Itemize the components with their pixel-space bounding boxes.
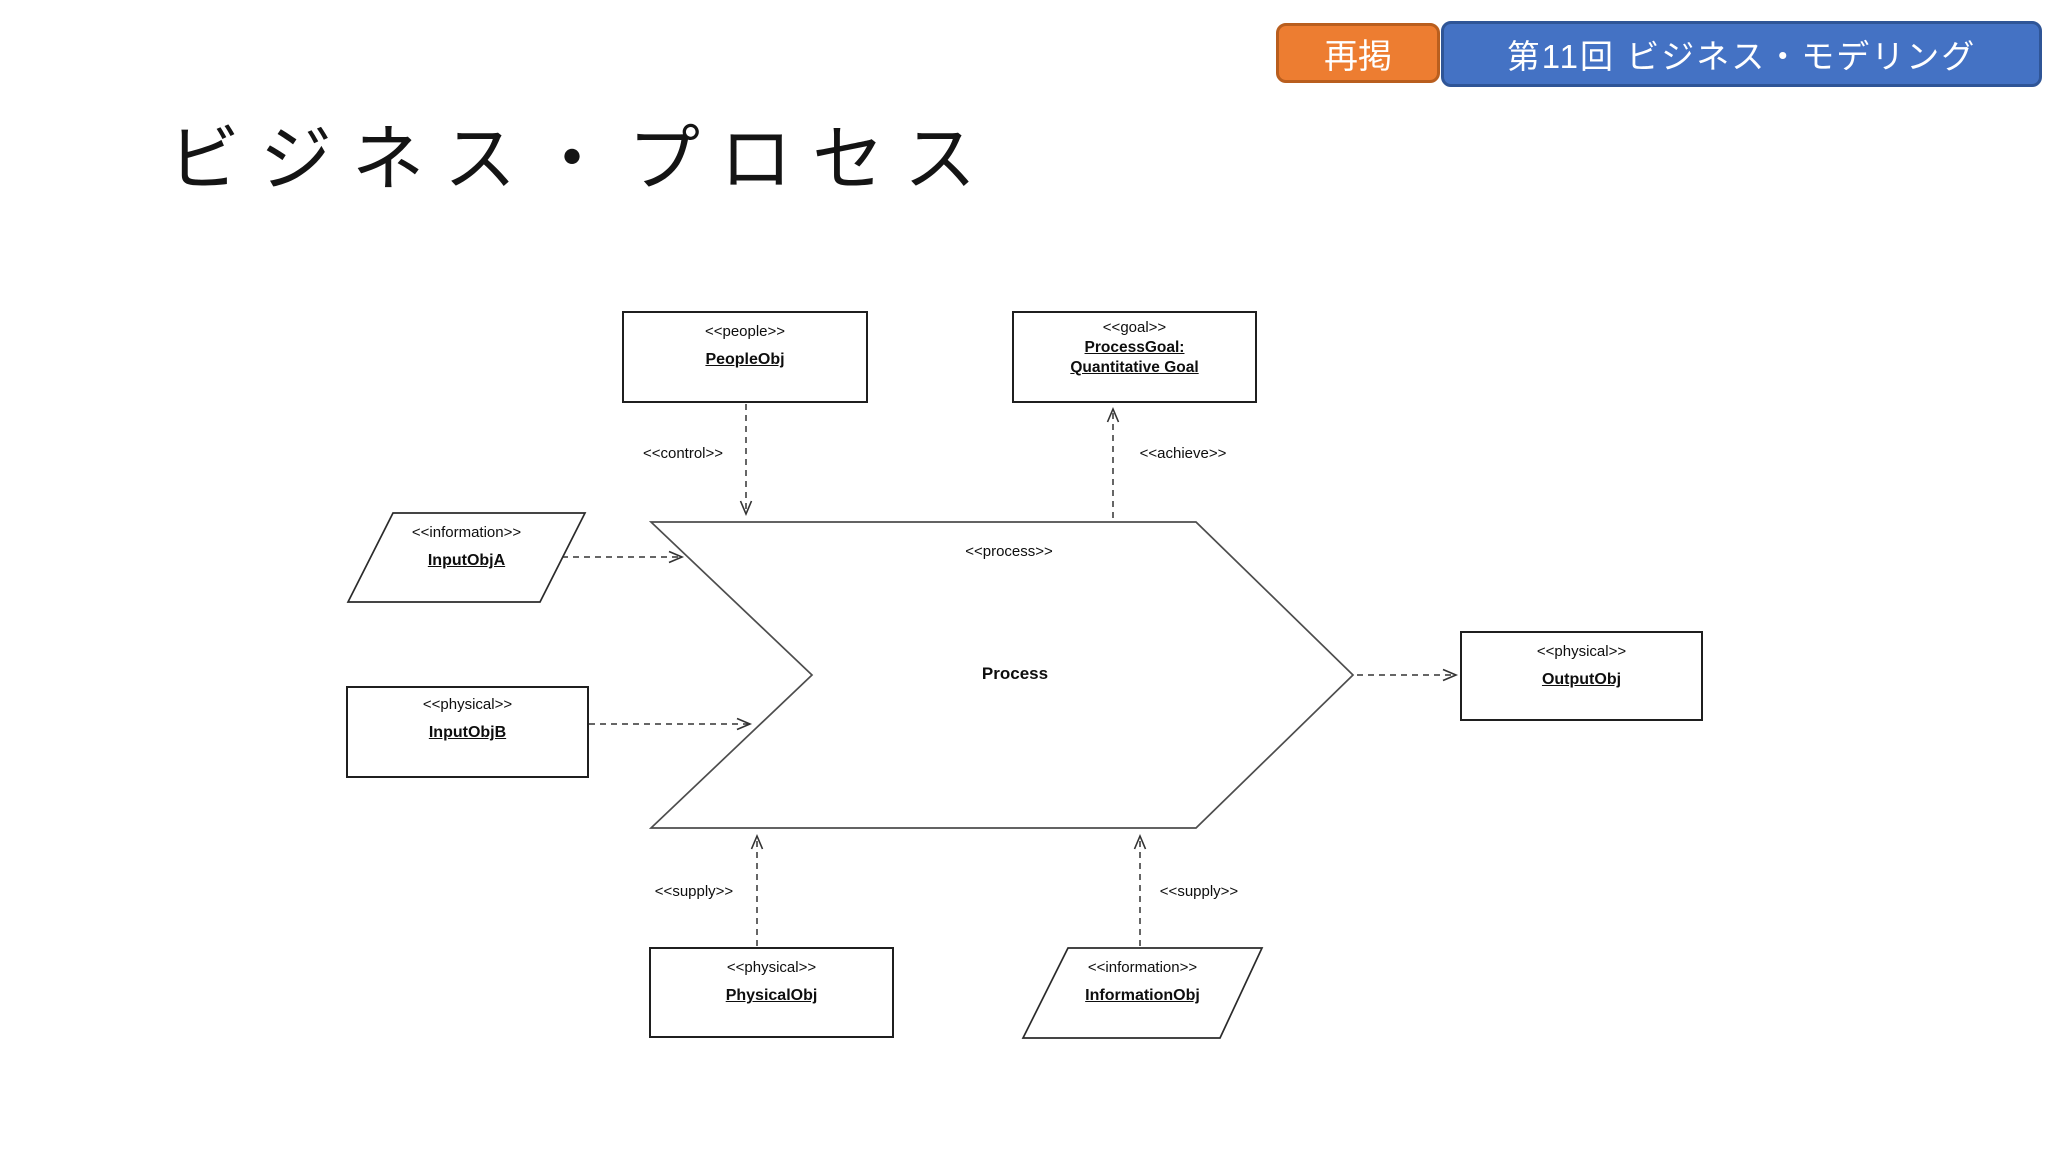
control-edge-label: <<control>> xyxy=(642,445,724,462)
physical-stereotype: <<physical>> xyxy=(726,959,817,976)
information-parallelogram-shape xyxy=(1021,947,1264,1039)
output-node-label: <<physical>> OutputObj xyxy=(1461,638,1702,694)
inputa-parallelogram-shape xyxy=(346,512,587,603)
goal-box-shape xyxy=(1012,311,1257,403)
goal-node-label: <<goal>> ProcessGoal: Quantitative Goal xyxy=(1013,318,1256,378)
inputa-node-label: <<information>> InputObjA xyxy=(348,519,585,575)
achieve-edge-label: <<achieve>> xyxy=(1139,445,1227,462)
output-box-shape xyxy=(1460,631,1703,721)
process-name: Process xyxy=(981,664,1049,683)
information-stereotype: <<information>> xyxy=(1087,959,1198,976)
output-name: OutputObj xyxy=(1541,671,1622,688)
goal-name-line2: Quantitative Goal xyxy=(1070,359,1199,376)
physical-box-shape xyxy=(649,947,894,1038)
repost-badge: 再掲 xyxy=(1276,23,1440,83)
supply-left-edge-label: <<supply>> xyxy=(654,883,734,900)
process-stereotype: <<process>> xyxy=(965,543,1053,560)
people-node-label: <<people>> PeopleObj xyxy=(623,318,867,374)
people-stereotype: <<people>> xyxy=(704,323,786,340)
goal-stereotype: <<goal>> xyxy=(1102,319,1167,336)
supply-right-edge-label: <<supply>> xyxy=(1159,883,1239,900)
physical-name: PhysicalObj xyxy=(725,987,818,1004)
people-name: PeopleObj xyxy=(705,351,785,368)
inputb-name: InputObjB xyxy=(428,724,507,741)
inputa-name: InputObjA xyxy=(427,552,506,569)
inputb-box-shape xyxy=(346,686,589,778)
information-name: InformationObj xyxy=(1085,987,1200,1004)
goal-name-line1: ProcessGoal: xyxy=(1084,339,1185,356)
inputb-node-label: <<physical>> InputObjB xyxy=(347,691,588,747)
inputa-stereotype: <<information>> xyxy=(411,524,522,541)
people-box-shape xyxy=(622,311,868,403)
physical-node-label: <<physical>> PhysicalObj xyxy=(650,954,893,1010)
page-title: ビジネス・プロセス xyxy=(168,120,997,200)
output-stereotype: <<physical>> xyxy=(1536,643,1627,660)
process-chevron-shape xyxy=(648,521,1355,829)
information-node-label: <<information>> InformationObj xyxy=(1023,954,1262,1010)
inputb-stereotype: <<physical>> xyxy=(422,696,513,713)
lecture-badge: 第11回 ビジネス・モデリング xyxy=(1441,21,2042,87)
